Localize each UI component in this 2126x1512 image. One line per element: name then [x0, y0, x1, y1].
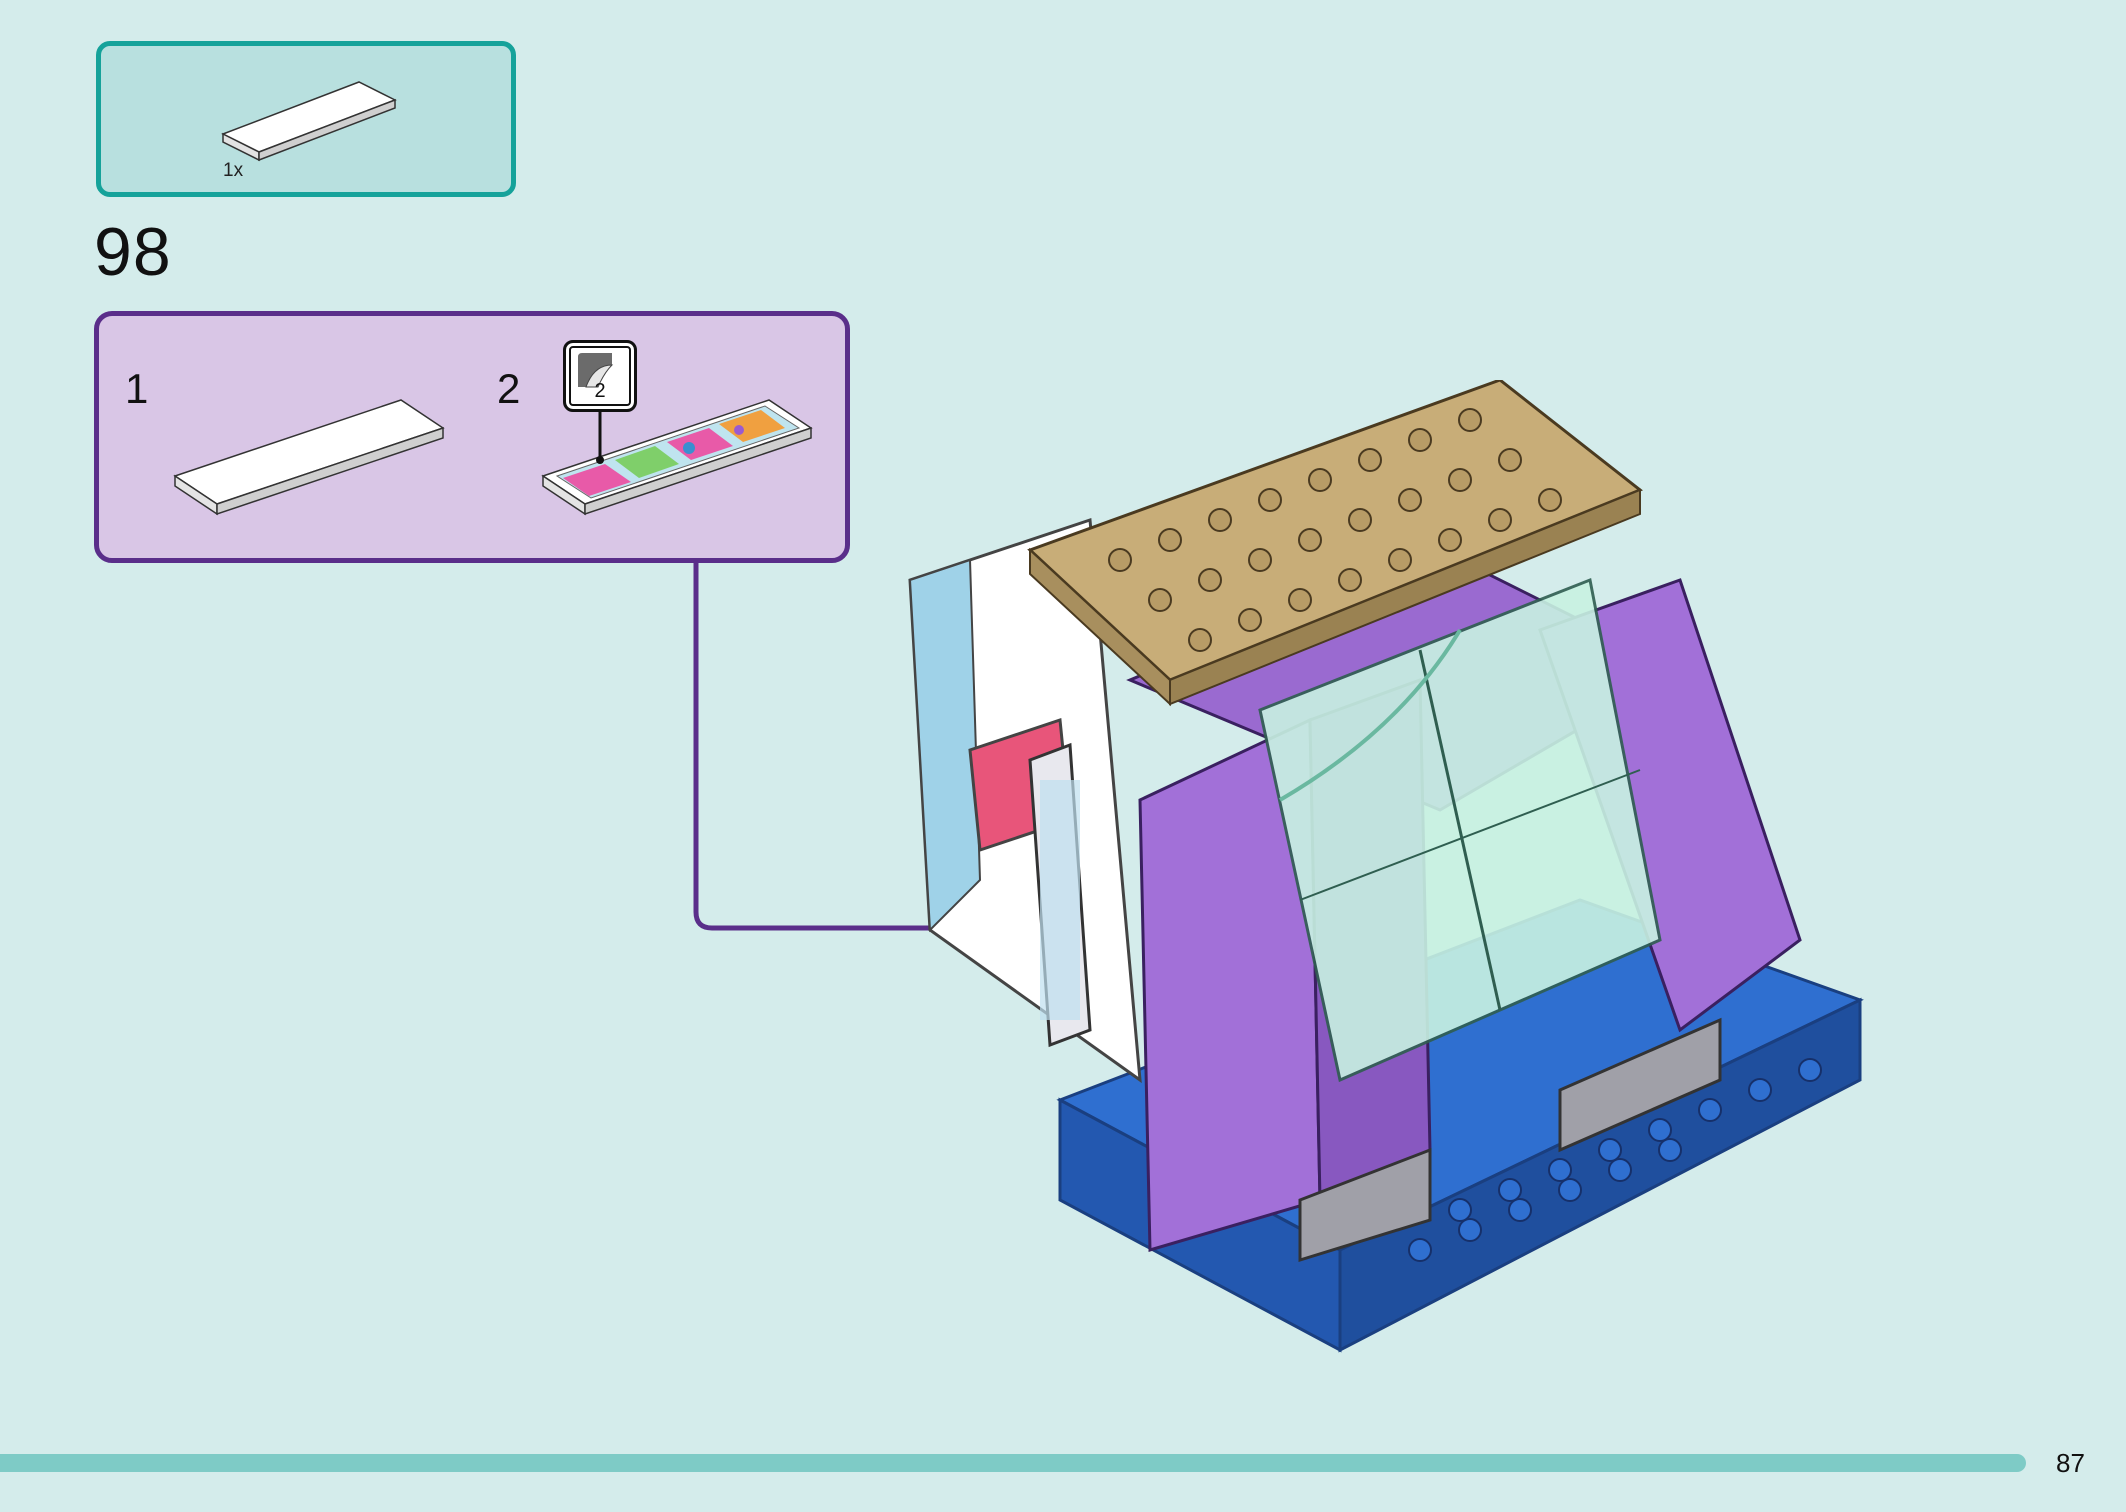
substep-box: 1 2 — [94, 311, 850, 563]
sticker-peel-icon — [578, 353, 614, 388]
substep-2-number: 2 — [497, 365, 521, 412]
white-tile-part-icon — [221, 81, 397, 162]
page-number: 87 — [2056, 1448, 2085, 1478]
parts-list-box: 1x — [96, 41, 516, 197]
model-illustration — [908, 380, 1864, 1353]
footer-bar — [0, 1454, 2026, 1472]
part-quantity: 1x — [223, 160, 244, 181]
white-tile-part-icon — [173, 399, 445, 516]
sticker-number: 2 — [594, 380, 606, 402]
step-number: 98 — [94, 214, 172, 290]
substep-1-number: 1 — [125, 365, 149, 412]
sticker-reference-badge: 2 — [563, 340, 637, 412]
printed-tile-part-icon — [541, 399, 813, 516]
